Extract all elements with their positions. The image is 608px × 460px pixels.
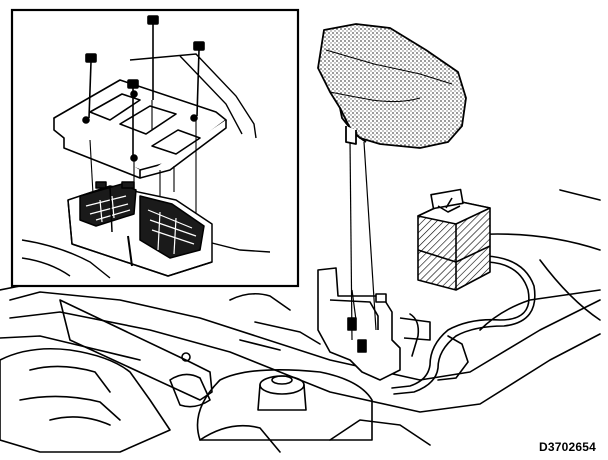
bracket-plate	[53, 79, 227, 179]
bolt-icon	[85, 53, 97, 119]
junction-block	[67, 181, 213, 277]
bolt-icon	[193, 41, 205, 117]
relay-box	[417, 188, 491, 291]
bolt-icon	[127, 79, 139, 156]
cover	[317, 23, 467, 149]
engine-bay	[0, 189, 601, 453]
figure-code: D3702654	[539, 440, 596, 454]
wire-harness	[391, 255, 536, 395]
guide-lines	[349, 139, 377, 341]
inset-panel	[10, 8, 300, 288]
bolt-icon	[147, 15, 159, 100]
mounting-bracket	[317, 267, 431, 381]
